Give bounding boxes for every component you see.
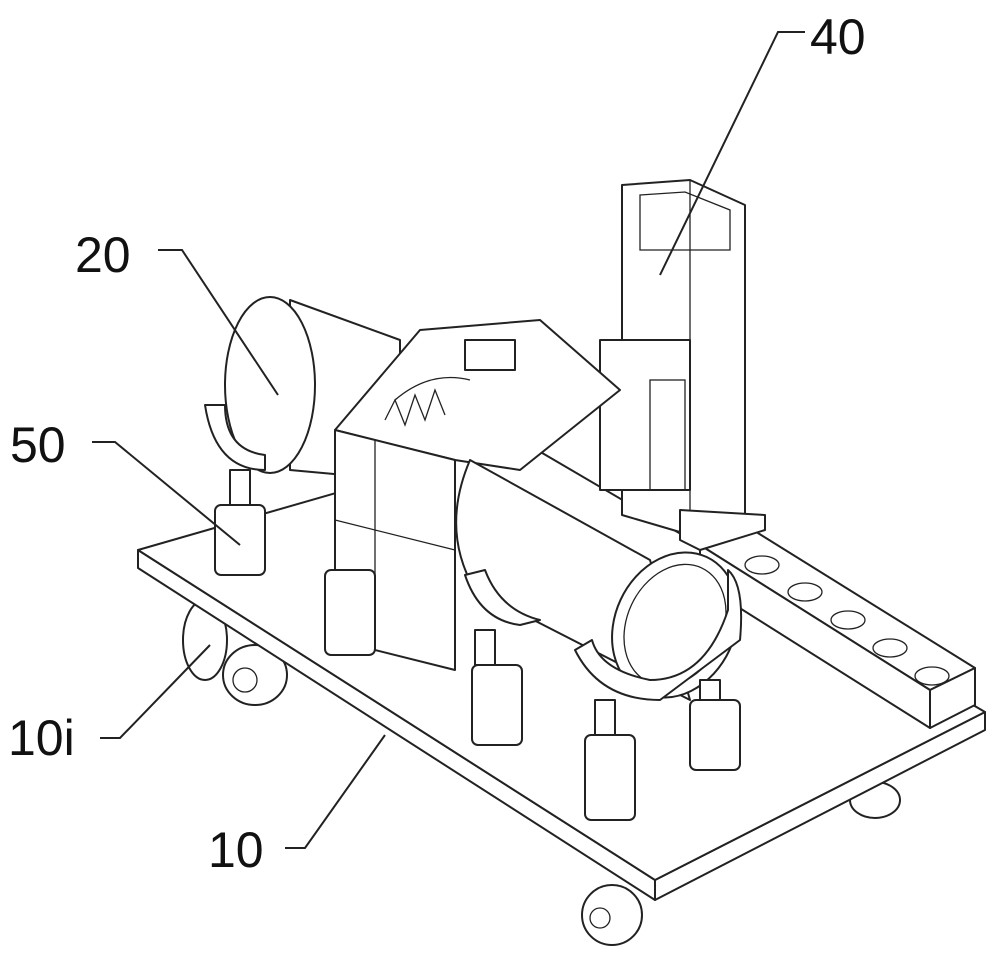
label-10: 10 bbox=[208, 825, 264, 875]
label-50: 50 bbox=[10, 420, 66, 470]
label-20: 20 bbox=[75, 230, 131, 280]
column-40 bbox=[600, 180, 765, 550]
label-10i: 10i bbox=[8, 713, 75, 763]
label-40: 40 bbox=[810, 12, 866, 62]
